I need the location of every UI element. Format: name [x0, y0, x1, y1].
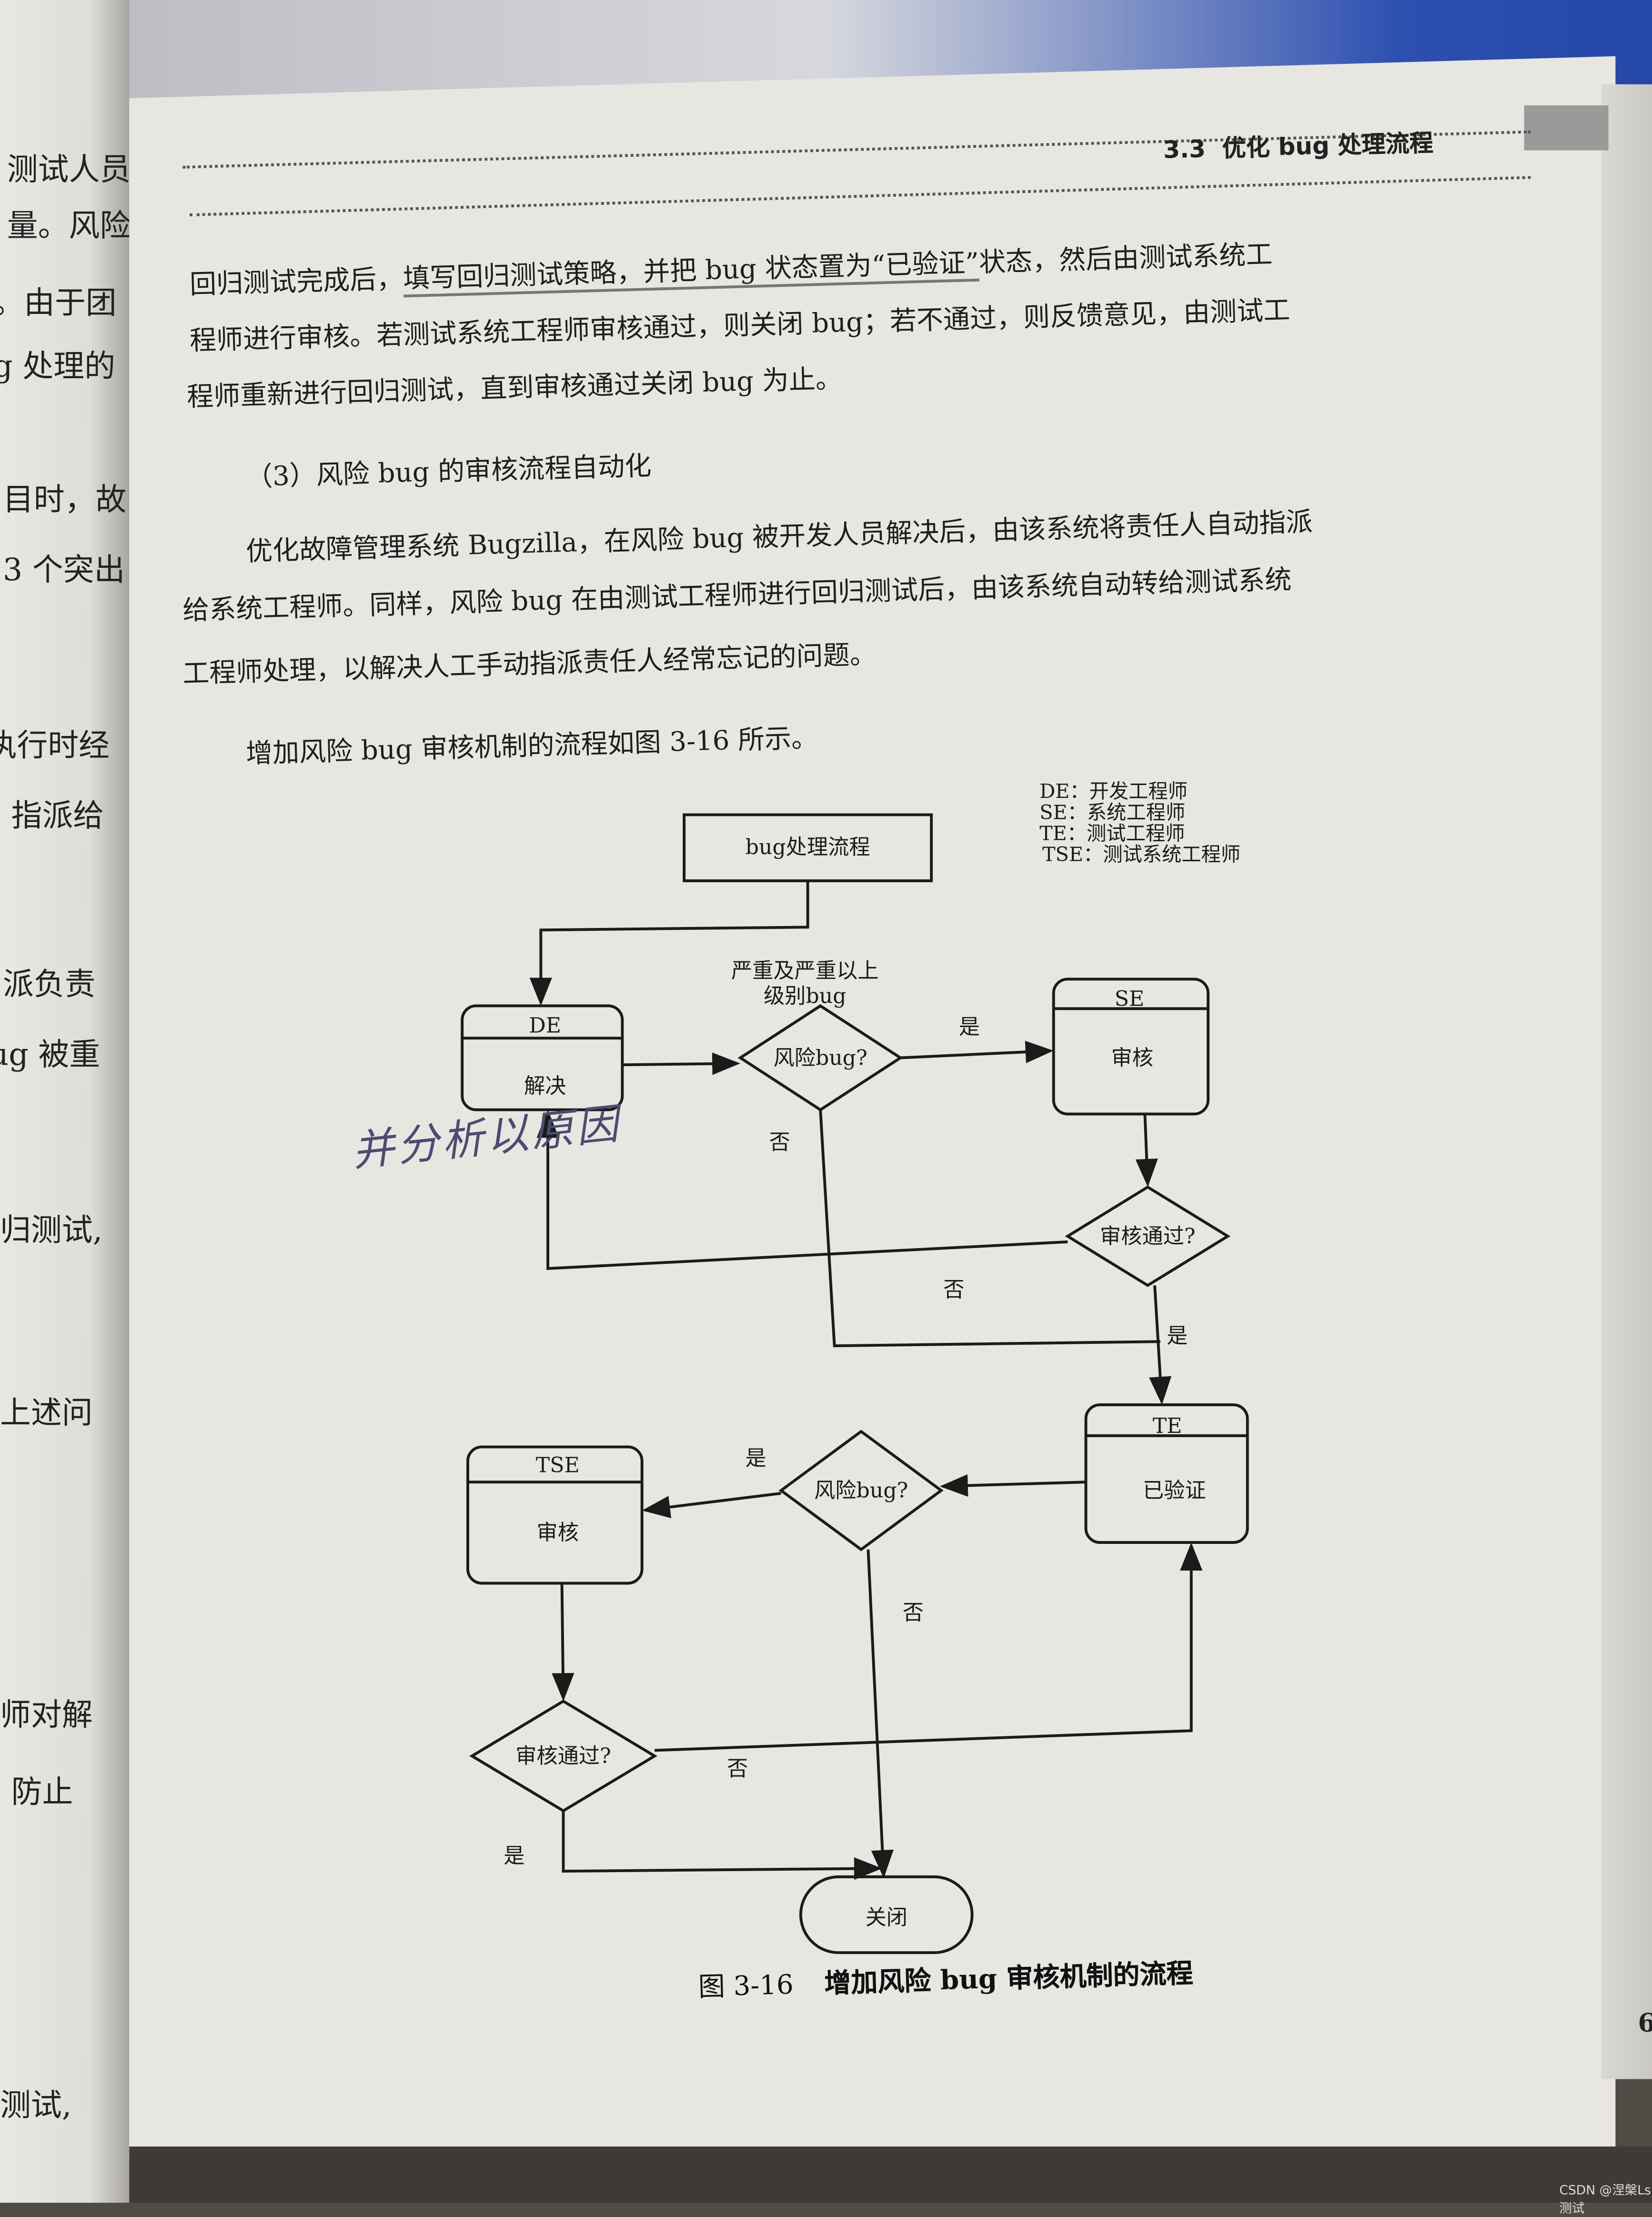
figure-number: 图 3-16 [698, 1969, 794, 2004]
left-fragment: 测试人员 [7, 153, 130, 189]
connector [642, 1491, 782, 1519]
risk-decision-2-label: 风险bug? [814, 1479, 908, 1503]
tse-action: 审核 [537, 1521, 579, 1545]
chapter-tab [1524, 105, 1609, 151]
connector [1149, 1285, 1172, 1405]
yes-label: 是 [959, 1015, 980, 1039]
left-fragment: 指派给 [11, 799, 104, 835]
connector [1135, 1114, 1158, 1187]
review-decision-2 [469, 1699, 657, 1813]
yes-label: 是 [745, 1446, 766, 1471]
left-fragment: 目时，故 [2, 483, 127, 519]
connector [562, 1811, 882, 1880]
page-edge [1601, 84, 1652, 2079]
te-box [1084, 1403, 1249, 1544]
connector [939, 1474, 1086, 1497]
left-fragment: ug 被重 [0, 1038, 101, 1074]
connector [655, 1542, 1203, 1752]
risk-decision-1-label: 风险bug? [774, 1046, 867, 1070]
review-decision-1-label: 审核通过? [1100, 1224, 1196, 1249]
left-fragment: 派负责 [2, 967, 96, 1003]
left-fragment: 测试, [0, 2089, 72, 2124]
left-fragment: 上述问 [0, 1396, 93, 1432]
background-shadow [129, 2146, 1652, 2203]
end-label: 关闭 [866, 1905, 907, 1930]
review-decision-2-label: 审核通过? [515, 1744, 611, 1768]
legend: DE：开发工程师 SE：系统工程师 TE：测试工程师 TSE：测试系统工程师 [1039, 780, 1240, 866]
left-fragment: 执行时经 [0, 729, 110, 765]
tse-box [466, 1445, 644, 1585]
connector [900, 1040, 1054, 1063]
connector [819, 1109, 1160, 1348]
left-fragment: 量。风险 [7, 209, 130, 245]
end-terminator [799, 1875, 974, 1955]
legend-item: DE：开发工程师 [1039, 780, 1188, 803]
se-action: 审核 [1111, 1046, 1153, 1070]
no-label: 否 [903, 1601, 924, 1625]
no-label: 否 [943, 1278, 964, 1302]
right-page [126, 56, 1616, 2164]
no-label: 否 [769, 1130, 790, 1154]
te-action: 已验证 [1143, 1479, 1206, 1503]
connector [622, 1052, 741, 1075]
de-role: DE [529, 1014, 561, 1038]
de-action: 解决 [524, 1074, 566, 1098]
page-number: 6 [1638, 2009, 1652, 2038]
left-fragment: g 处理的 [0, 350, 116, 385]
left-fragment: 师对解 [0, 1698, 93, 1734]
connector [866, 1549, 894, 1878]
left-fragment: 3 个突出 [2, 553, 125, 589]
se-box [1052, 977, 1210, 1116]
risk-condition-line1: 严重及严重以上 [731, 959, 879, 983]
left-fragment: 归测试, [0, 1213, 103, 1249]
review-decision-1 [1065, 1185, 1231, 1287]
left-page: 测试人员 量。风险 。由于团 g 处理的 目时，故 3 个突出 执行时经 指派给… [0, 0, 130, 2203]
left-fragment: 防止 [11, 1775, 73, 1811]
legend-item: TE：测试工程师 [1039, 822, 1185, 845]
risk-condition-line2: 级别bug [764, 984, 846, 1008]
start-label: bug处理流程 [745, 835, 870, 859]
yes-label: 是 [1167, 1324, 1188, 1348]
legend-item: TSE：测试系统工程师 [1042, 843, 1240, 866]
tse-role: TSE [536, 1453, 580, 1478]
legend-item: SE：系统工程师 [1039, 801, 1185, 824]
connector [536, 1109, 1068, 1270]
left-fragment: 。由于团 [0, 286, 117, 322]
risk-decision-2 [778, 1430, 944, 1552]
se-role: SE [1115, 987, 1145, 1011]
yes-label: 是 [504, 1844, 524, 1868]
no-label: 否 [727, 1757, 748, 1781]
connector [552, 1583, 574, 1702]
connector [529, 881, 809, 1006]
watermark: CSDN @涅槃Ls测试 [1559, 2184, 1651, 2217]
te-role: TE [1153, 1414, 1182, 1438]
